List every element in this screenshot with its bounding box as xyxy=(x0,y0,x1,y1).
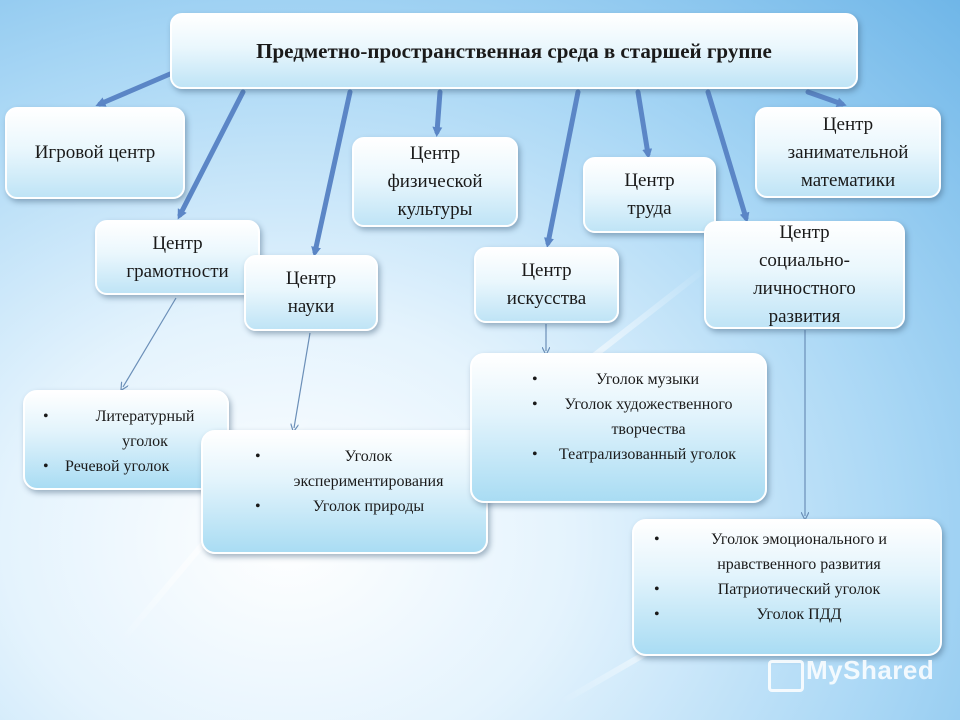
list-item: Патриотический уголок xyxy=(654,577,930,602)
center-social-line: личностного xyxy=(753,278,856,299)
list-item: Уголок эмоционального и нравственного ра… xyxy=(654,527,930,577)
center-social-line: Центр xyxy=(779,222,830,243)
list-item: Уголок экспериментирования xyxy=(255,444,468,494)
watermark-text: MyShared xyxy=(806,655,935,685)
center-physical-line: Центр xyxy=(409,143,461,164)
arrow-to-game xyxy=(95,71,173,107)
center-science-line: Центр xyxy=(285,268,337,289)
center-game-line: Игровой центр xyxy=(34,142,156,163)
list-science: Уголок экспериментирования Уголок природ… xyxy=(201,430,488,554)
center-literacy: Центр грамотности xyxy=(95,220,260,295)
center-social-line: социально- xyxy=(758,250,850,271)
arrow-to-labor xyxy=(635,89,653,159)
center-math-line: занимательной xyxy=(787,141,909,163)
center-literacy-line: Центр xyxy=(152,232,203,254)
list-item: Уголок ПДД xyxy=(654,602,930,627)
arrow-to-science xyxy=(311,89,353,257)
center-physical-line: культуры xyxy=(397,199,473,220)
center-game: Игровой центр xyxy=(5,107,185,199)
list-item: Литературный уголок xyxy=(43,404,219,454)
center-labor: Центр труда xyxy=(583,157,716,233)
center-math-line: Центр xyxy=(822,113,874,135)
center-science-line: науки xyxy=(287,296,335,317)
arrow-to-literacy xyxy=(177,89,246,220)
list-item: Уголок художественного творчества xyxy=(532,392,749,442)
list-item: Речевой уголок xyxy=(43,454,219,479)
diagram-title: Предметно-пространственная среда в старш… xyxy=(256,39,772,63)
center-art: Центр искусства xyxy=(474,247,619,323)
center-science: Центр науки xyxy=(244,255,378,331)
center-math: Центр занимательной математики xyxy=(755,107,941,198)
arrow-to-social xyxy=(705,89,750,223)
list-social: Уголок эмоционального и нравственного ра… xyxy=(632,519,942,656)
list-literacy: Литературный уголок Речевой уголок xyxy=(23,390,229,490)
diagram-title-box: Предметно-пространственная среда в старш… xyxy=(170,13,858,89)
center-art-line: Центр xyxy=(521,260,572,281)
center-art-line: искусства xyxy=(506,288,587,309)
center-literacy-line: грамотности xyxy=(126,260,229,282)
center-math-line: математики xyxy=(800,169,896,191)
center-social-line: развития xyxy=(768,306,841,327)
center-labor-line: труда xyxy=(627,198,672,219)
watermark-logo-icon xyxy=(768,660,804,692)
list-item: Уголок природы xyxy=(255,494,468,519)
watermark: MyShared xyxy=(806,655,934,686)
list-item: Уголок музыки xyxy=(532,367,749,392)
thin-arrow-science xyxy=(294,332,311,428)
center-labor-line: Центр xyxy=(624,170,675,191)
center-physical-line: физической xyxy=(387,171,483,192)
list-item: Театрализованный уголок xyxy=(532,442,749,467)
center-physical: Центр физической культуры xyxy=(352,137,518,227)
arrow-to-physical xyxy=(432,89,443,137)
list-art: Уголок музыки Уголок художественного тво… xyxy=(470,353,767,503)
center-social: Центр социально- личностного развития xyxy=(704,221,905,329)
arrow-to-math xyxy=(805,89,847,108)
thin-arrow-literacy xyxy=(123,297,177,387)
arrow-to-art xyxy=(544,89,581,248)
